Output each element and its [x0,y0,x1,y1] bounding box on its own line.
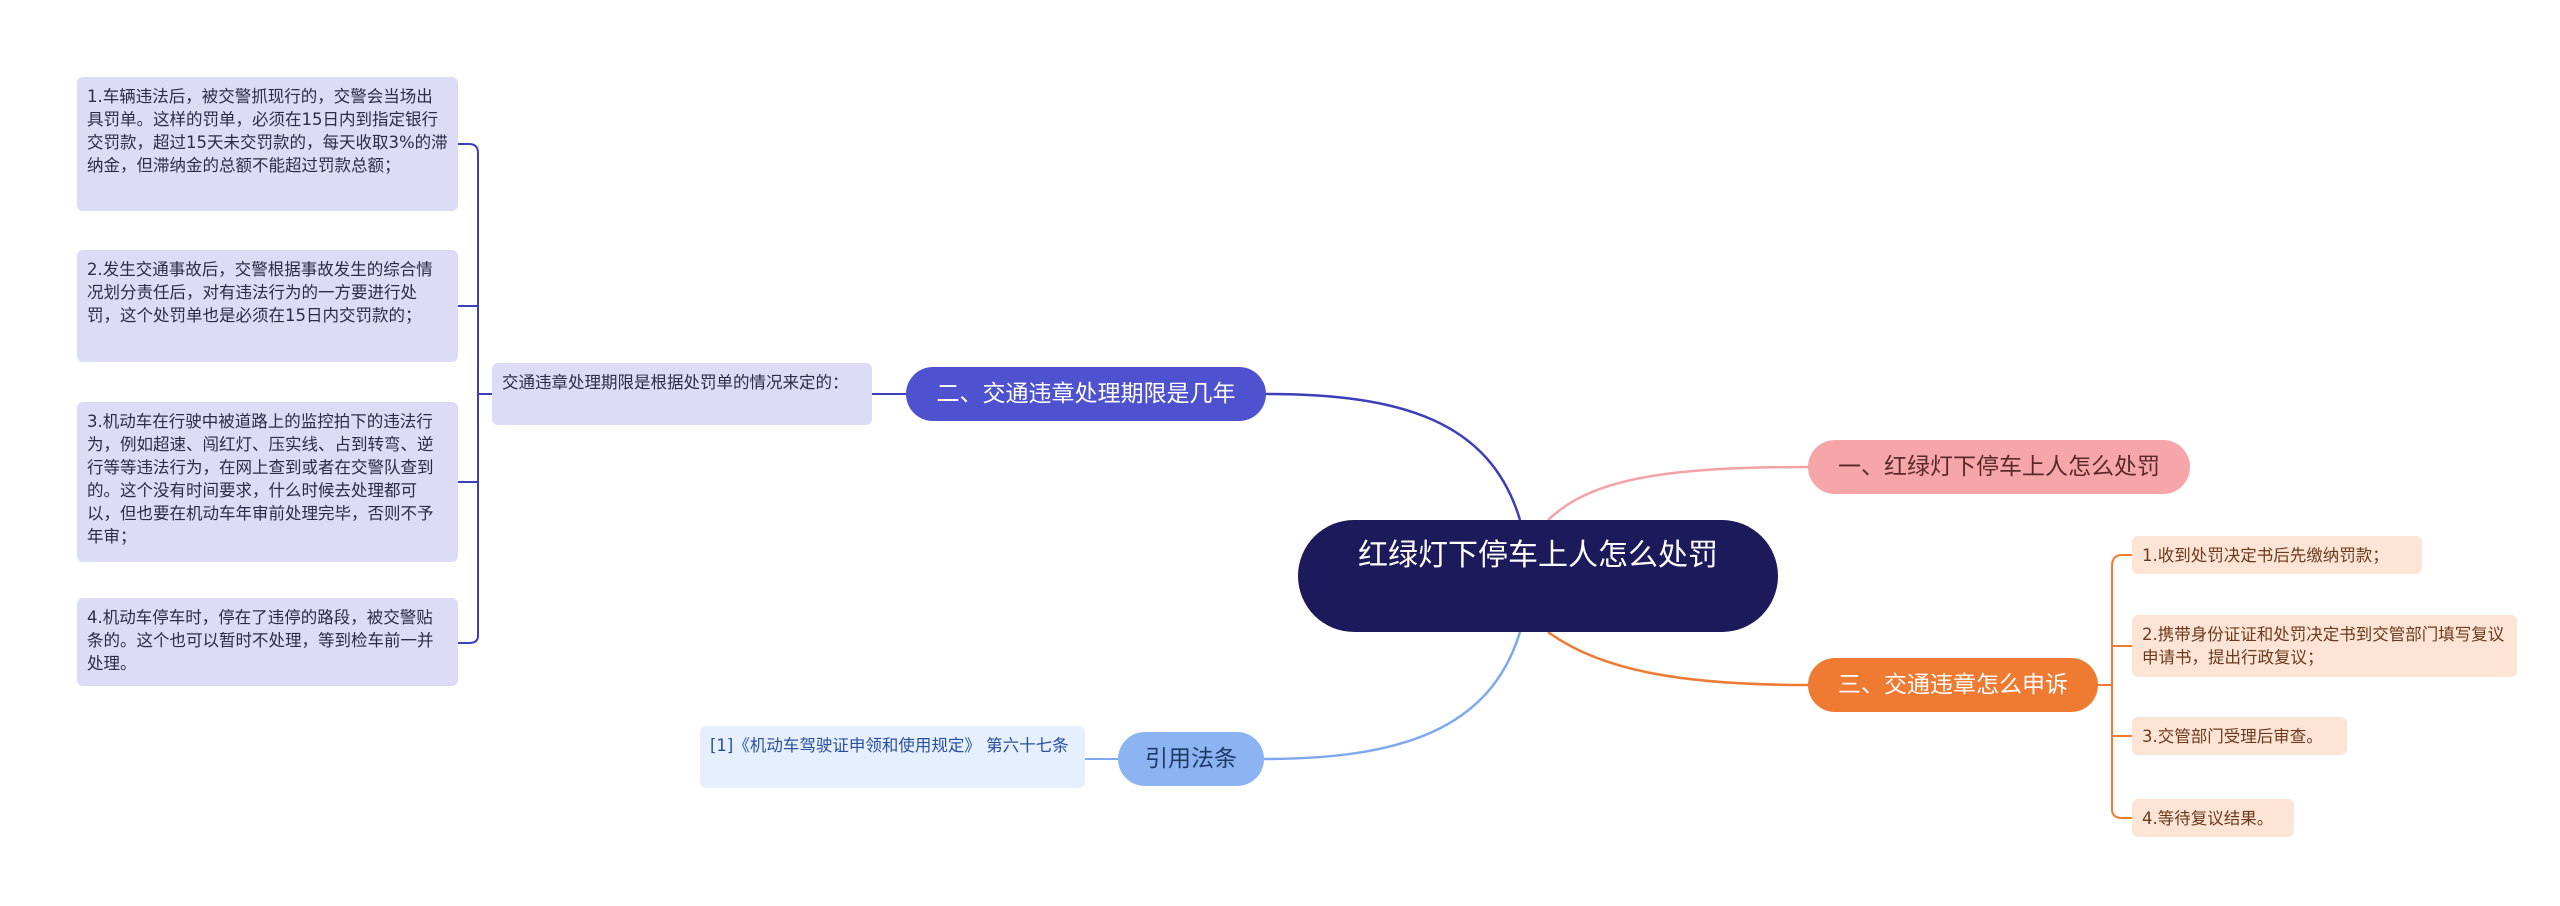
link-root-reference [1263,631,1522,761]
link-root-penalty [1547,465,1809,521]
branch-deadline-label: 二、交通违章处理期限是几年 [936,381,1236,407]
appeal-item-3-text: 3.交管部门受理后审查。 [2142,727,2323,746]
appeal-item-1[interactable]: 1.收到处罚决定书后先缴纳罚款； [2132,536,2422,574]
deadline-item-1-text: 1.车辆违法后，被交警抓现行的，交警会当场出具罚单。这样的罚单，必须在15日内到… [87,87,448,175]
appeal-item-4-text: 4.等待复议结果。 [2142,809,2274,828]
branch-appeal-label: 三、交通违章怎么申诉 [1838,672,2068,698]
deadline-item-3[interactable]: 3.机动车在行驶中被道路上的监控拍下的违法行为，例如超速、闯红灯、压实线、占到转… [77,402,458,562]
deadline-item-2[interactable]: 2.发生交通事故后，交警根据事故发生的综合情况划分责任后，对有违法行为的一方要进… [77,250,458,362]
deadline-summary-text: 交通违章处理期限是根据处罚单的情况来定的： [502,373,849,392]
branch-penalty[interactable]: 一、红绿灯下停车上人怎么处罚 [1808,440,2190,494]
deadline-item-4-text: 4.机动车停车时，停在了违停的路段，被交警贴条的。这个也可以暂时不处理，等到检车… [87,608,434,673]
deadline-item-2-text: 2.发生交通事故后，交警根据事故发生的综合情况划分责任后，对有违法行为的一方要进… [87,260,433,325]
deadline-summary-node[interactable]: 交通违章处理期限是根据处罚单的情况来定的： [492,363,872,425]
deadline-item-3-text: 3.机动车在行驶中被道路上的监控拍下的违法行为，例如超速、闯红灯、压实线、占到转… [87,412,434,546]
root-node[interactable]: 红绿灯下停车上人怎么处罚 [1298,520,1778,632]
appeal-item-2-text: 2.携带身份证证和处罚决定书到交管部门填写复议申请书，提出行政复议； [2142,625,2505,667]
reference-item-1-text: [1]《机动车驾驶证申领和使用规定》 第六十七条 [710,736,1069,755]
root-title: 红绿灯下停车上人怎么处罚 [1358,538,1718,573]
appeal-item-2[interactable]: 2.携带身份证证和处罚决定书到交管部门填写复议申请书，提出行政复议； [2132,615,2517,677]
branch-deadline[interactable]: 二、交通违章处理期限是几年 [906,367,1266,421]
bracket-deadline-items [458,143,492,644]
branch-appeal[interactable]: 三、交通违章怎么申诉 [1808,658,2098,712]
appeal-item-1-text: 1.收到处罚决定书后先缴纳罚款； [2142,546,2389,565]
branch-reference-label: 引用法条 [1145,746,1237,772]
deadline-item-1[interactable]: 1.车辆违法后，被交警抓现行的，交警会当场出具罚单。这样的罚单，必须在15日内到… [77,77,458,211]
appeal-item-3[interactable]: 3.交管部门受理后审查。 [2132,717,2347,755]
branch-reference[interactable]: 引用法条 [1118,732,1264,786]
link-root-deadline [1265,392,1522,521]
link-root-appeal [1547,630,1809,687]
bracket-appeal-items [2098,554,2132,819]
branch-penalty-label: 一、红绿灯下停车上人怎么处罚 [1838,454,2160,480]
reference-item-1[interactable]: [1]《机动车驾驶证申领和使用规定》 第六十七条 [700,726,1085,788]
deadline-item-4[interactable]: 4.机动车停车时，停在了违停的路段，被交警贴条的。这个也可以暂时不处理，等到检车… [77,598,458,686]
appeal-item-4[interactable]: 4.等待复议结果。 [2132,799,2294,837]
